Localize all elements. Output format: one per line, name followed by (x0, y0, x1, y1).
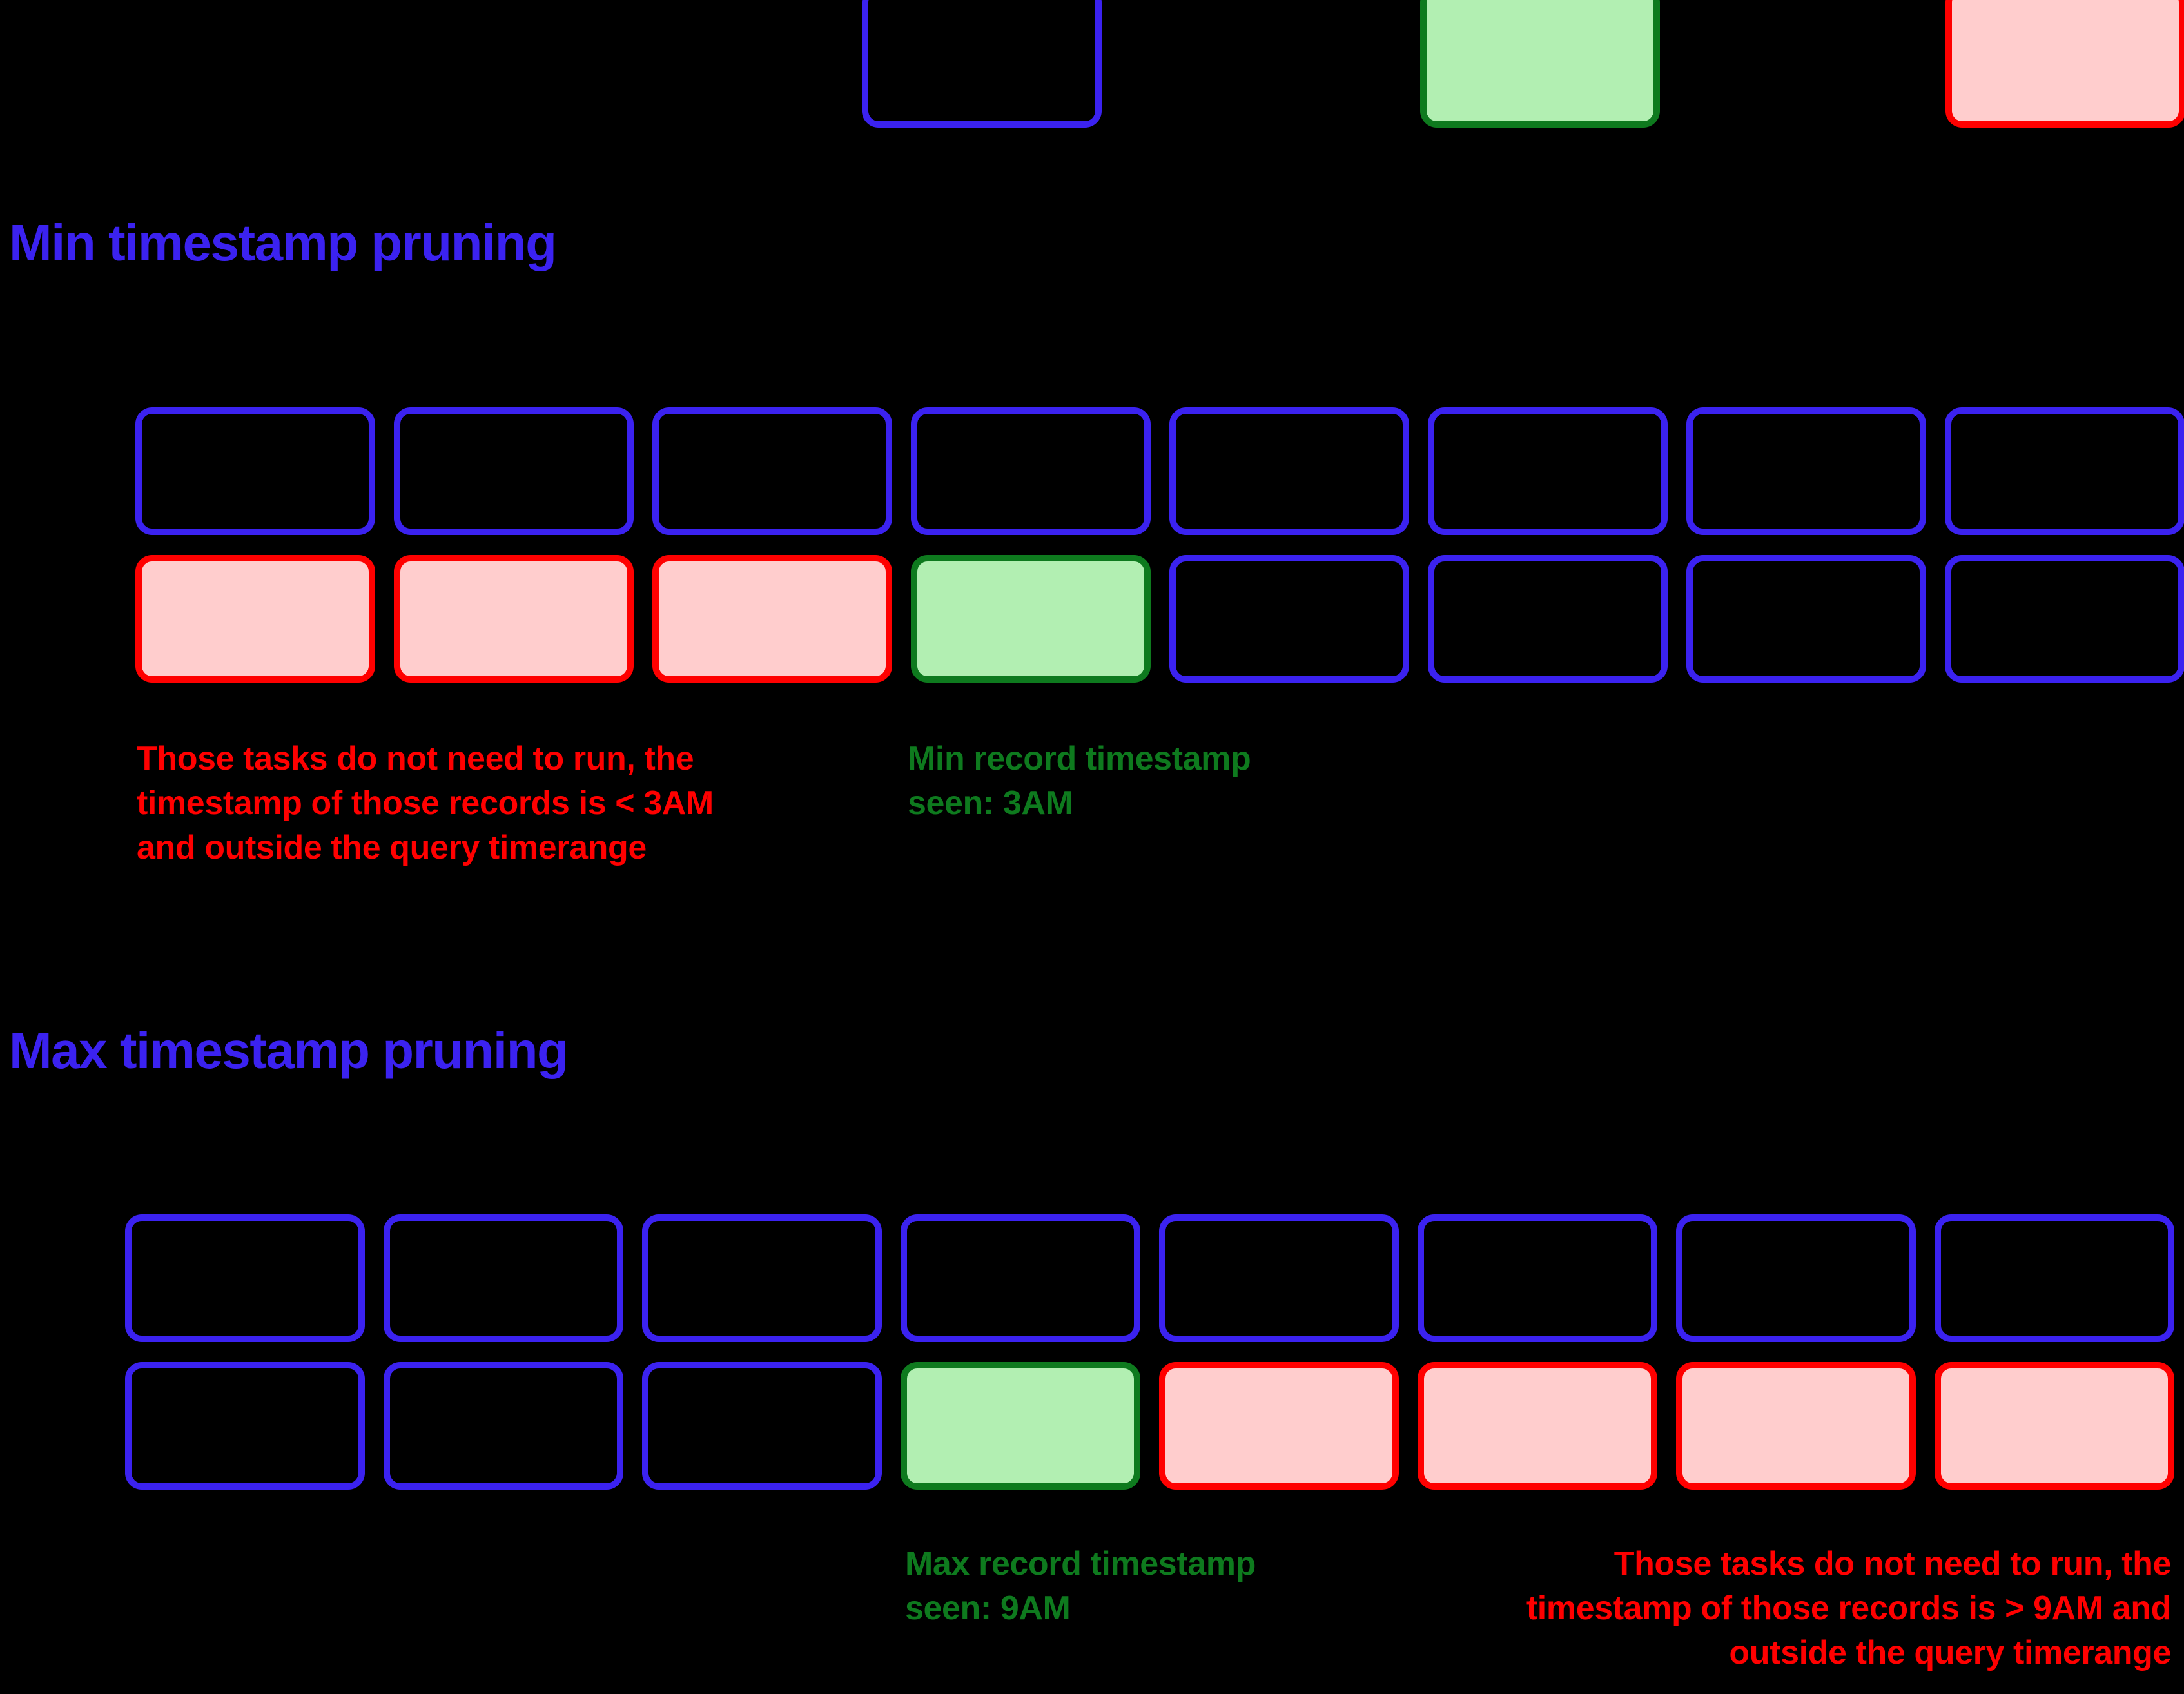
task-box-r2-c7-red (1676, 1362, 1916, 1490)
task-box-r2-c4-green (901, 1362, 1140, 1490)
legend-swatch-boundary-task (1420, 0, 1660, 128)
task-box-r1-c8-blue (1935, 1214, 2174, 1342)
task-box-r2-c5-blue (1169, 555, 1409, 683)
task-box-r2-c7-blue (1686, 555, 1926, 683)
task-box-r2-c2-blue (384, 1362, 623, 1490)
caption-line: seen: 9AM (905, 1590, 1071, 1628)
task-box-r2-c6-red (1418, 1362, 1657, 1490)
task-box-r2-c3-blue (642, 1362, 882, 1490)
task-box-r2-c2-red (394, 555, 634, 683)
section-title-max-timestamp-pruning: Max timestamp pruning (9, 1022, 569, 1079)
task-box-r1-c4-blue (901, 1214, 1140, 1342)
caption-min-record-timestamp-note-min-timestamp-pruning: Min record timestamp seen: 3AM (908, 737, 1398, 826)
legend-swatch-task-pruned (1945, 0, 2184, 128)
caption-line: and outside the query timerange (137, 829, 647, 867)
task-box-r2-c3-red (652, 555, 892, 683)
task-box-r2-c1-red (135, 555, 375, 683)
caption-line: Those tasks do not need to run, the (1614, 1545, 2172, 1582)
caption-line: Those tasks do not need to run, the (137, 740, 694, 777)
task-box-r2-c8-blue (1945, 555, 2184, 683)
caption-line: outside the query timerange (1729, 1634, 2171, 1672)
legend-swatch-task-not-pruned (862, 0, 1102, 128)
task-box-r1-c1-blue (125, 1214, 365, 1342)
caption-pruned-tasks-note-min-timestamp-pruning: Those tasks do not need to run, the times… (137, 737, 865, 870)
caption-line: timestamp of those records is > 9AM and (1526, 1590, 2172, 1628)
caption-max-record-timestamp-note-max-timestamp-pruning: Max record timestamp seen: 9AM (905, 1542, 1395, 1631)
task-box-r1-c8-blue (1945, 407, 2184, 535)
caption-line: seen: 3AM (908, 784, 1073, 823)
task-box-r1-c3-blue (652, 407, 892, 535)
caption-line: Max record timestamp (905, 1545, 1256, 1582)
task-box-r1-c3-blue (642, 1214, 882, 1342)
task-box-r1-c7-blue (1676, 1214, 1916, 1342)
task-box-r1-c6-blue (1428, 407, 1668, 535)
task-box-r1-c2-blue (394, 407, 634, 535)
caption-line: timestamp of those records is < 3AM (137, 784, 714, 823)
task-box-r1-c2-blue (384, 1214, 623, 1342)
task-box-r2-c8-red (1935, 1362, 2174, 1490)
task-box-r1-c7-blue (1686, 407, 1926, 535)
task-box-r2-c6-blue (1428, 555, 1668, 683)
task-box-r1-c6-blue (1418, 1214, 1657, 1342)
task-box-r2-c1-blue (125, 1362, 365, 1490)
caption-line: Min record timestamp (908, 740, 1251, 777)
task-box-r1-c1-blue (135, 407, 375, 535)
task-box-r1-c5-blue (1169, 407, 1409, 535)
task-box-r1-c4-blue (911, 407, 1151, 535)
task-box-r1-c5-blue (1159, 1214, 1399, 1342)
caption-pruned-tasks-note-max-timestamp-pruning: Those tasks do not need to run, the times… (1380, 1542, 2172, 1675)
task-box-r2-c5-red (1159, 1362, 1399, 1490)
task-box-r2-c4-green (911, 555, 1151, 683)
legend (0, 0, 2184, 142)
section-title-min-timestamp-pruning: Min timestamp pruning (9, 214, 557, 271)
